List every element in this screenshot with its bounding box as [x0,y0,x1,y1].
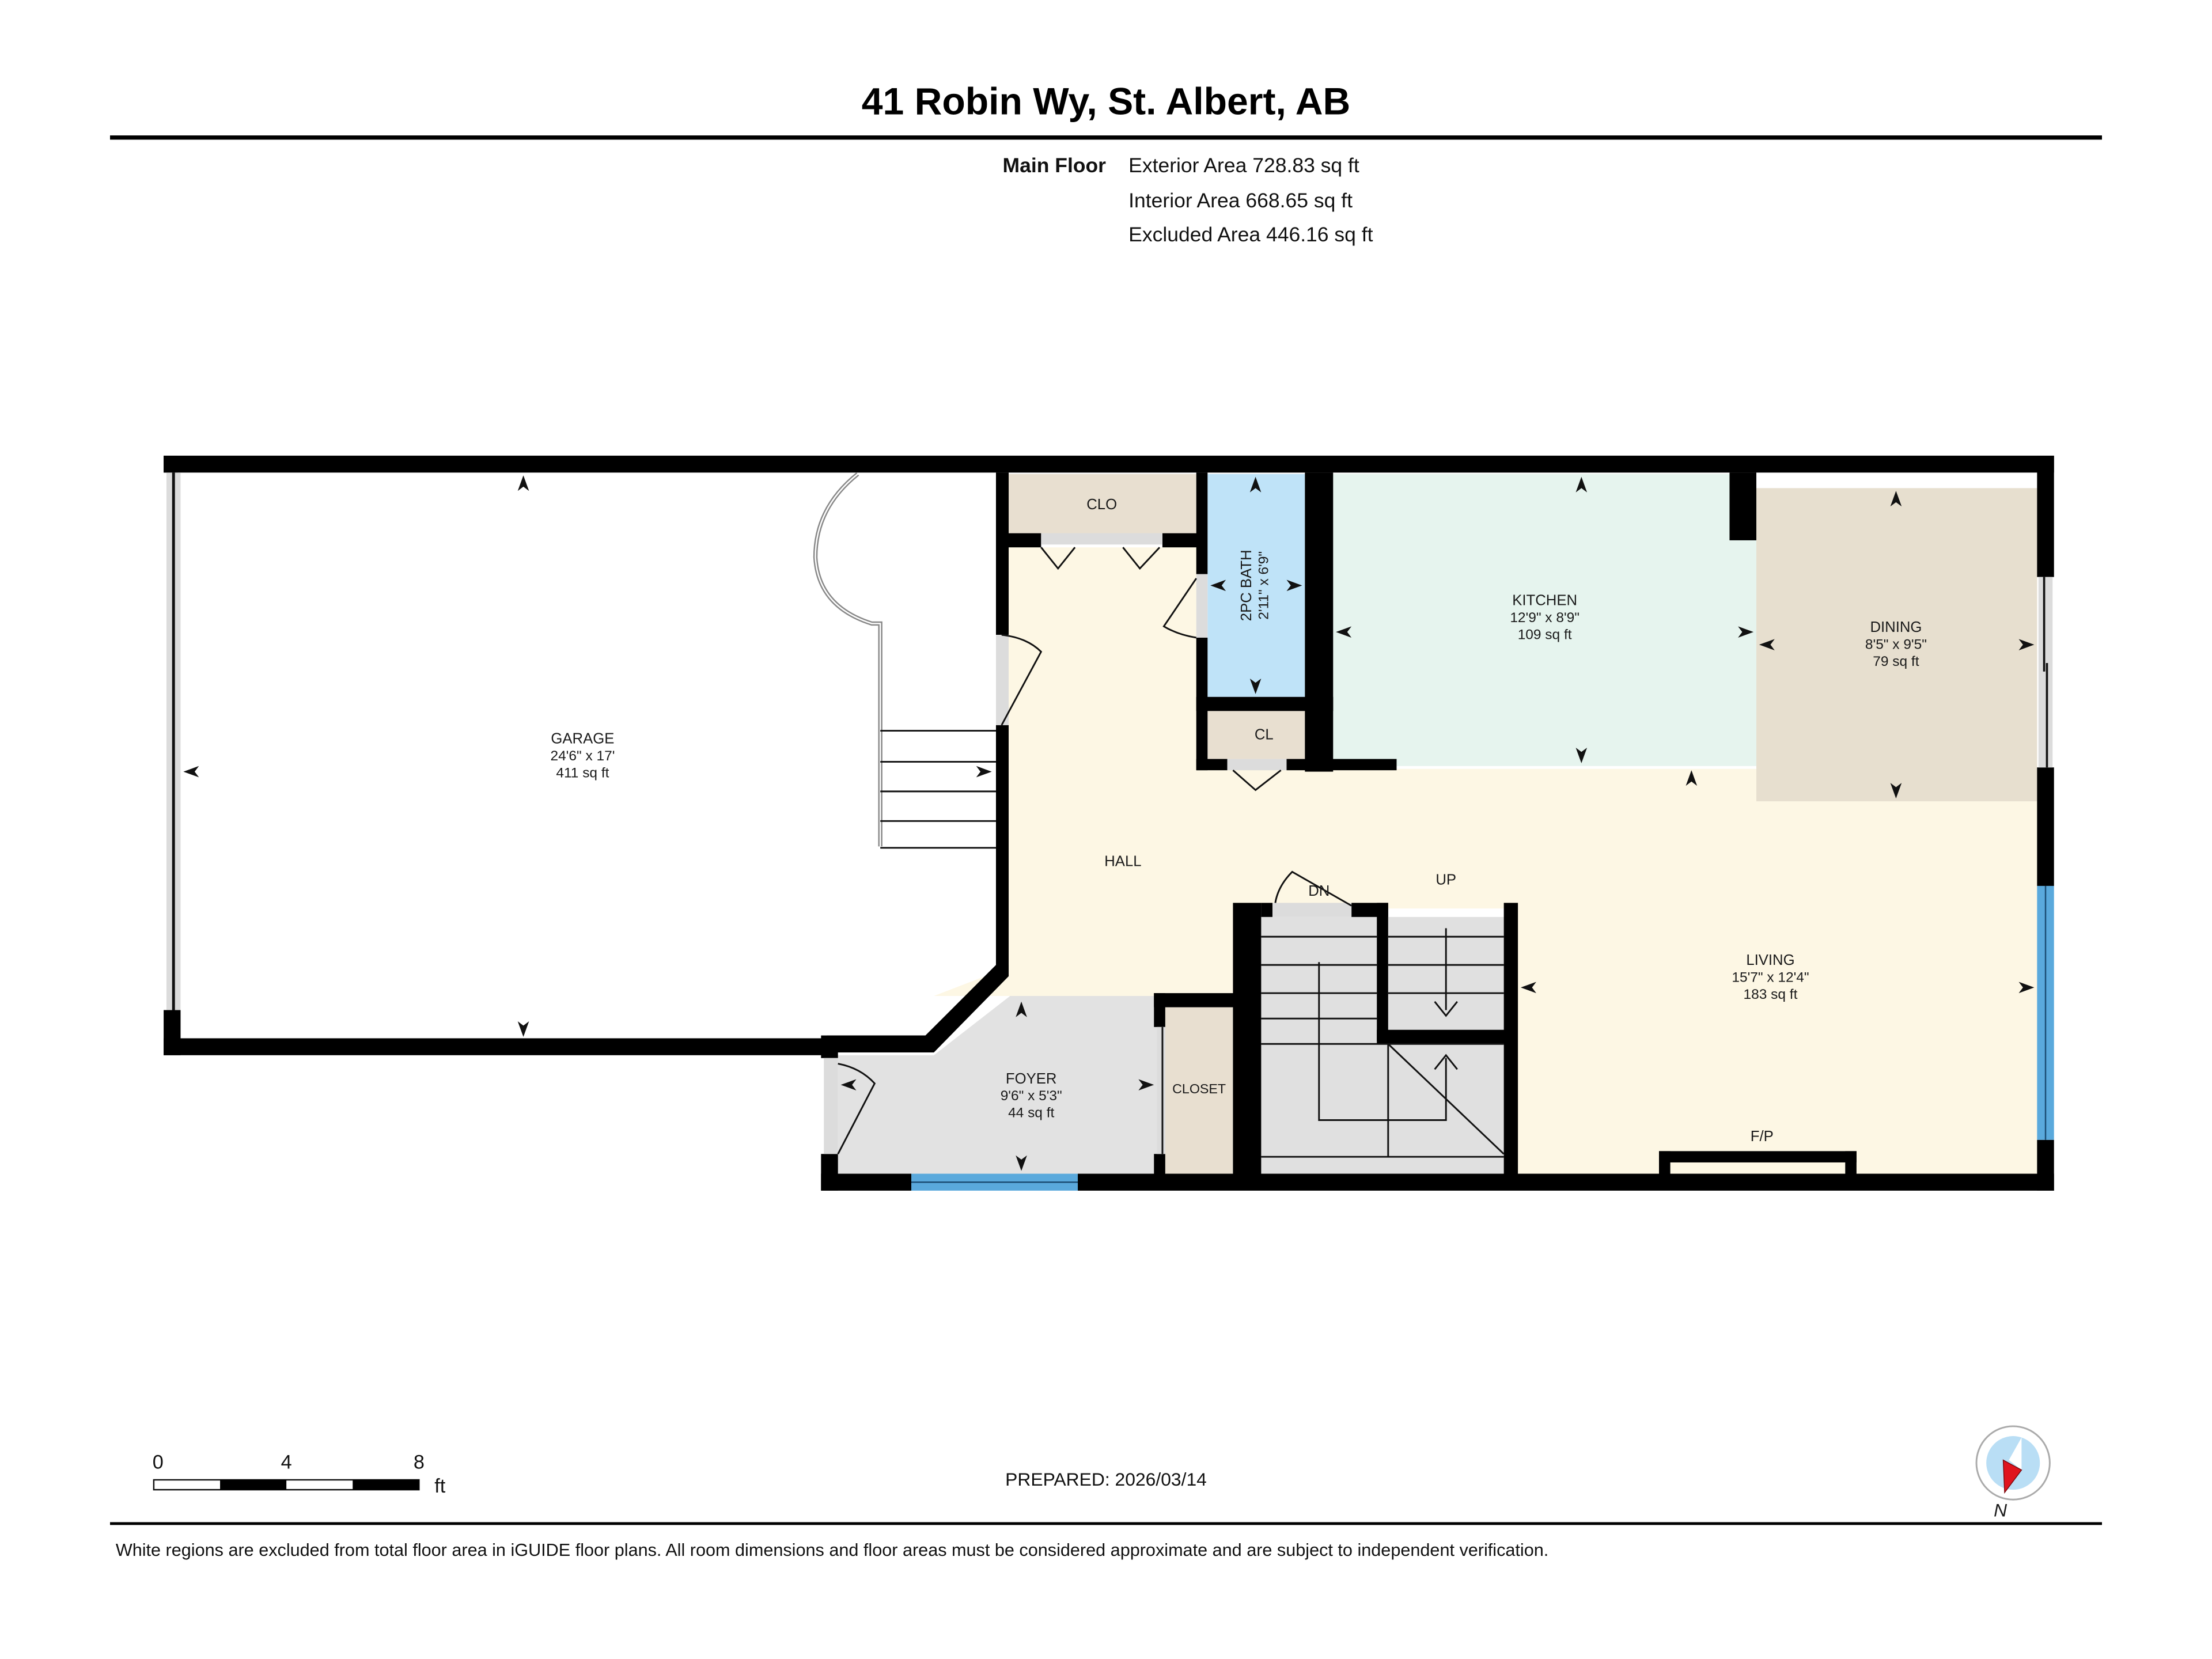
door-basement[interactable] [1274,870,1352,907]
exterior-area: Exterior Area 728.83 sq ft [1128,154,1359,177]
dimension-markers [183,475,2035,1171]
page-title: 41 Robin Wy, St. Albert, AB [862,80,1350,123]
disclaimer: White regions are excluded from total fl… [116,1540,1548,1560]
cl-name: CL [1255,726,1274,743]
interior-area: Interior Area 668.65 sq ft [1128,189,1353,212]
clo-name: CLO [1086,497,1117,513]
excluded-area: Excluded Area 446.16 sq ft [1128,223,1373,246]
door-cl[interactable] [1232,769,1282,791]
stairs-up-label: UP [1435,872,1456,888]
foyer-dimensions: 9'6" x 5'3" [1001,1088,1062,1104]
garage-area: 411 sq ft [556,765,609,781]
room-kitchen[interactable] [1333,474,1756,766]
kitchen-name: KITCHEN [1512,593,1577,609]
walls [164,456,2054,1191]
kitchen-dimensions: 12'9" x 8'9" [1510,610,1580,626]
foyer-area: 44 sq ft [1008,1105,1054,1121]
header-divider [110,135,2102,140]
room-hall[interactable] [934,547,2037,1174]
windows [166,472,2054,1191]
room-labels: GARAGE 24'6" x 17' 411 sq ft CLO 2PC BAT… [550,497,1926,1145]
room-garage[interactable] [177,471,999,1044]
kitchen-area: 109 sq ft [1518,627,1572,642]
door-clo[interactable] [1040,547,1076,570]
room-clo[interactable] [1007,474,1196,536]
scale-tick-8: 8 [414,1451,425,1473]
dining-area: 79 sq ft [1873,654,1919,669]
bath-name: 2PC BATH [1238,550,1255,621]
compass-icon: N [1975,1425,2051,1521]
living-area: 183 sq ft [1744,987,1798,1002]
foyer-name: FOYER [1006,1071,1057,1087]
sliding-door-dining [2038,577,2053,768]
door-front-entry[interactable] [837,1063,876,1154]
garage-entry-stairs [813,472,996,849]
bath-dimensions: 2'11" x 6'9" [1256,551,1272,620]
scale-tick-0: 0 [153,1451,164,1473]
garage-dimensions: 24'6" x 17' [550,748,615,764]
dining-dimensions: 8'5" x 9'5" [1865,637,1927,653]
scale-unit: ft [434,1475,446,1497]
area-summary: Main Floor Exterior Area 728.83 sq ft In… [1003,154,1373,246]
room-bath[interactable] [1207,474,1305,697]
room-fills [177,471,2037,1174]
interior-stairs[interactable] [1261,928,1505,1158]
prepared-date: PREPARED: 2026/03/14 [1005,1469,1207,1490]
garage-name: GARAGE [551,731,614,747]
door-bath[interactable] [1162,578,1197,639]
footer-divider [110,1522,2102,1525]
dining-name: DINING [1870,619,1922,635]
doors [824,533,1352,1154]
door-garage-hall[interactable] [1001,634,1043,726]
scale-tick-4: 4 [281,1451,292,1473]
scale-bar: 0 4 8 ft [153,1451,446,1497]
closet-name: CLOSET [1172,1081,1226,1096]
room-closet[interactable] [1165,1007,1233,1174]
room-dining[interactable] [1756,488,2037,802]
hall-name: HALL [1104,854,1141,870]
fireplace-label: F/P [1751,1128,1774,1145]
living-dimensions: 15'7" x 12'4" [1732,969,1809,985]
compass-north-label: N [1994,1500,2007,1521]
room-foyer[interactable] [838,995,1157,1174]
living-name: LIVING [1746,952,1794,968]
stairs-down-label: DN [1308,883,1330,899]
floor-name: Main Floor [1003,154,1107,177]
room-cl[interactable] [1207,711,1321,759]
